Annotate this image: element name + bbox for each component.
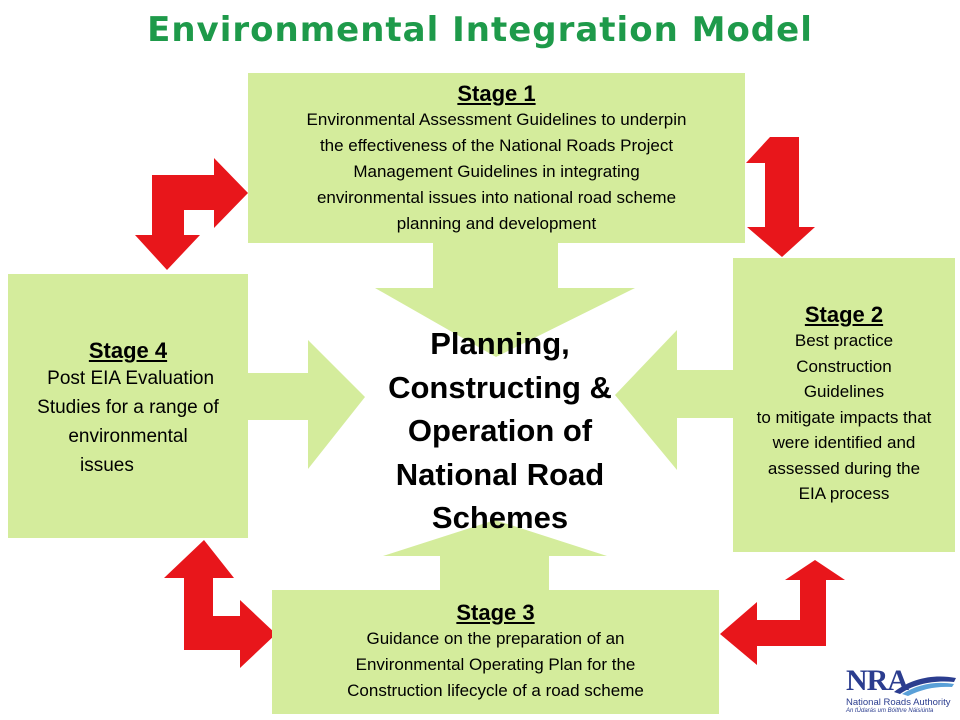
central-topic-line: Schemes <box>431 500 569 535</box>
stage-2-box: Stage 2 Best practice Construction Guide… <box>733 258 955 552</box>
cycle-arrow-stage4-to-stage1 <box>135 158 248 270</box>
stage-4-line: issues <box>80 455 134 476</box>
road-swoosh-icon <box>894 676 956 696</box>
stage-1-line: planning and development <box>396 214 597 233</box>
stage-1-line: environmental issues into national road … <box>316 188 677 207</box>
arrow-from-stage1 <box>375 240 635 357</box>
stage-1-line: Management Guidelines in integrating <box>353 162 640 181</box>
central-topic: Planning, Constructing & Operation of Na… <box>360 322 640 540</box>
stage-2-line: to mitigate impacts that <box>756 407 932 427</box>
stage-4-box: Stage 4 Post EIA Evaluation Studies for … <box>8 274 248 538</box>
cycle-arrow-stage3-to-stage4 <box>164 540 276 668</box>
stage-1-line: Environmental Assessment Guidelines to u… <box>306 110 687 129</box>
central-topic-line: Operation of <box>407 413 593 448</box>
cycle-arrow-stage1-to-stage2 <box>746 137 815 257</box>
stage-3-line: Environmental Operating Plan for the <box>355 655 636 674</box>
stage-2-line: Construction <box>796 356 892 376</box>
stage-1-heading: Stage 1 <box>457 81 536 106</box>
stage-2-line: Best practice <box>794 331 894 350</box>
stage-1-line: the effectiveness of the National Roads … <box>319 136 674 155</box>
stage-2-line: were identified and <box>772 433 916 452</box>
cycle-arrow-stage2-to-stage3 <box>720 560 845 665</box>
page-title: Environmental Integration Model <box>147 10 813 50</box>
stage-3-line: Guidance on the preparation of an <box>366 629 625 648</box>
central-topic-line: Constructing & <box>388 369 612 405</box>
stage-3-box: Stage 3 Guidance on the preparation of a… <box>272 590 719 714</box>
stage-3-line: Construction lifecycle of a road scheme <box>347 681 644 700</box>
stage-1-box: Stage 1 Environmental Assessment Guideli… <box>248 73 745 243</box>
stage-2-line: assessed during the <box>767 458 921 478</box>
arrow-from-stage2 <box>615 330 736 470</box>
central-topic-line: Planning, <box>430 326 570 361</box>
arrow-from-stage3 <box>383 520 607 592</box>
logo-name: National Roads Authority <box>846 697 951 708</box>
stage-3-heading: Stage 3 <box>456 600 535 625</box>
stage-2-heading: Stage 2 <box>804 302 884 327</box>
nra-logo: NRA National Roads Authority An tÚdarás … <box>842 664 958 716</box>
logo-irish-name: An tÚdarás um Bóithre Náisiúnta <box>846 708 934 714</box>
stage-4-line: environmental <box>68 426 188 447</box>
logo-abbreviation: NRA <box>846 664 909 697</box>
stage-4-line: Post EIA Evaluation <box>41 368 215 389</box>
arrow-from-stage4 <box>246 340 365 469</box>
stage-2-line: Guidelines <box>803 382 885 401</box>
stage-4-heading: Stage 4 <box>88 338 168 363</box>
central-topic-line: National Road <box>395 456 605 492</box>
stage-4-line: Studies for a range of <box>37 397 219 418</box>
stage-2-line: EIA process <box>798 484 890 503</box>
